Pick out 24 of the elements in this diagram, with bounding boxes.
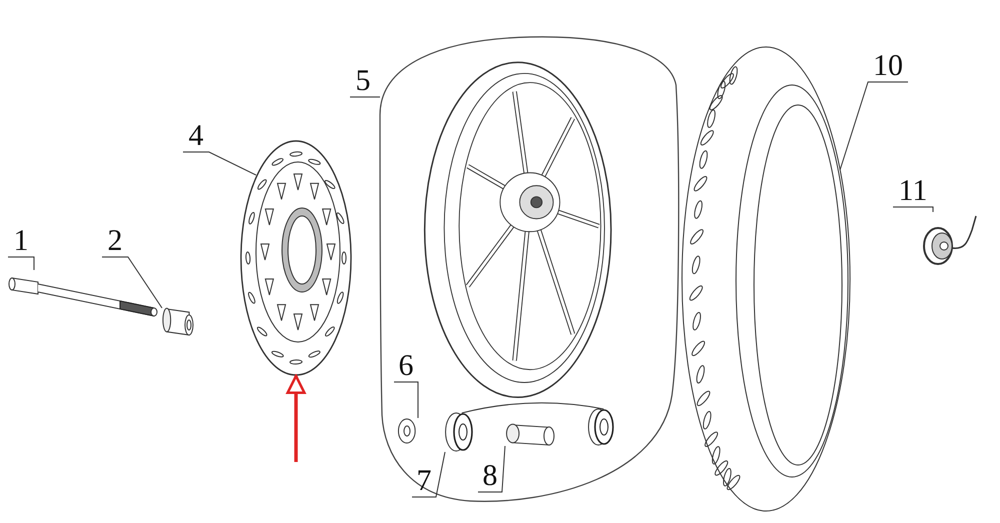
callout-number: 10 — [868, 50, 908, 82]
tire-drawing — [680, 45, 852, 513]
spacer-drawing — [162, 308, 194, 336]
callout-number: 11 — [893, 175, 933, 207]
leader-line — [394, 382, 418, 418]
sleeve-drawing — [505, 424, 557, 446]
brake-disc-drawing — [240, 140, 352, 376]
leader-line — [478, 446, 506, 492]
arrow — [286, 374, 306, 462]
callout-number: 5 — [350, 65, 376, 97]
callout-number: 8 — [478, 460, 502, 492]
callout-number: 2 — [102, 225, 128, 257]
leader-line — [8, 256, 34, 270]
bearing-drawing — [588, 408, 614, 446]
callout-number: 4 — [183, 120, 209, 152]
callout-number: 6 — [394, 350, 418, 382]
callout-number: 1 — [8, 225, 34, 257]
leader-line — [350, 96, 380, 98]
connector-line — [461, 402, 604, 414]
leader-line — [892, 206, 934, 212]
leader-line — [102, 256, 162, 308]
bearing-drawing — [445, 412, 473, 452]
leader-line — [840, 82, 908, 170]
leader-line — [182, 152, 256, 176]
